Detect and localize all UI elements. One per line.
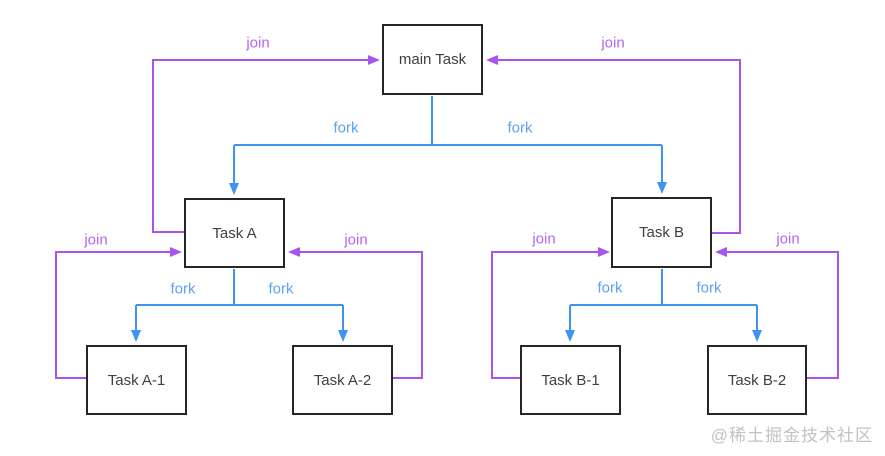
edge-label-join-main-right: join <box>599 34 627 52</box>
node-task-a1: Task A-1 <box>86 345 187 415</box>
node-task-a2: Task A-2 <box>292 345 393 415</box>
node-task-b2: Task B-2 <box>707 345 807 415</box>
edge-label-join-b2: join <box>774 230 802 248</box>
node-main-task: main Task <box>382 24 483 95</box>
edge-label-fork-main-right: fork <box>505 119 535 137</box>
edge-join-task-a-to-main <box>152 55 380 233</box>
edge-label-join-a1: join <box>82 231 110 249</box>
watermark-text: @稀土掘金技术社区 <box>710 426 873 445</box>
edge-label-fork-a-left: fork <box>168 280 198 298</box>
edge-label-fork-b-left: fork <box>595 279 625 297</box>
edge-label-fork-b-right: fork <box>694 279 724 297</box>
edge-join-a2-to-task-a <box>288 247 423 379</box>
node-task-b1: Task B-1 <box>520 345 621 415</box>
edge-join-task-b-to-main <box>486 55 741 234</box>
edge-join-b2-to-task-b <box>715 247 839 379</box>
node-task-b: Task B <box>611 197 712 268</box>
edge-join-a1-to-task-a <box>55 247 182 379</box>
edge-label-fork-a-right: fork <box>266 280 296 298</box>
edge-join-b1-to-task-b <box>491 247 610 379</box>
edge-label-fork-main-left: fork <box>331 119 361 137</box>
node-task-a: Task A <box>184 198 285 268</box>
edge-label-join-main-left: join <box>244 34 272 52</box>
edge-label-join-a2: join <box>342 231 370 249</box>
edge-label-join-b1: join <box>530 230 558 248</box>
